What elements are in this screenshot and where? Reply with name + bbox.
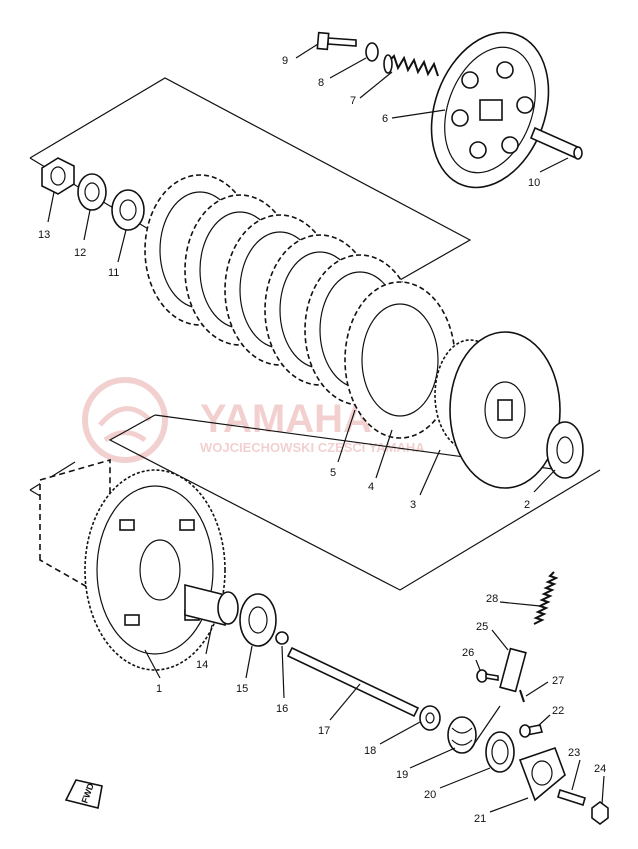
lever-pin (519, 689, 525, 703)
callout-22: 22 (552, 705, 564, 717)
callout-12: 12 (74, 247, 86, 259)
callout-6: 6 (382, 113, 388, 125)
watermark-brand: YAMAHA (200, 397, 372, 441)
callout-18: 18 (364, 745, 376, 757)
callout-5: 5 (330, 467, 336, 479)
pressure-plate (430, 31, 550, 189)
callout-25: 25 (476, 621, 488, 633)
lock-washer (77, 173, 107, 211)
callout-16: 16 (276, 703, 288, 715)
clutch-boss (434, 331, 561, 489)
callout-11: 11 (108, 267, 119, 279)
clutch-spring (383, 54, 439, 77)
callout-21: 21 (474, 813, 486, 825)
callout-3: 3 (410, 499, 416, 511)
lever-screw (476, 669, 499, 683)
thrust-washer-small (111, 189, 145, 231)
push-lever-housing (518, 746, 566, 802)
callout-26: 26 (462, 647, 474, 659)
callout-7: 7 (350, 95, 356, 107)
callout-20: 20 (424, 789, 436, 801)
push-lever (499, 647, 527, 693)
callout-13: 13 (38, 229, 50, 241)
callout-14: 14 (196, 659, 208, 671)
spring-washer (365, 42, 379, 62)
steel-ball (275, 631, 289, 645)
spring-bolt (316, 31, 357, 51)
bearing (485, 731, 515, 773)
forward-arrow-icon: FWD (64, 779, 103, 809)
callout-27: 27 (552, 675, 564, 687)
adjuster-nut (591, 801, 609, 825)
thrust-washer-large (546, 421, 584, 479)
callout-17: 17 (318, 725, 330, 737)
push-rod-long (286, 646, 420, 718)
callout-numbers: 9 8 7 6 10 13 12 11 5 4 3 2 1 14 15 16 1… (38, 55, 606, 825)
push-rod-short (529, 126, 583, 160)
callout-2: 2 (524, 499, 530, 511)
lock-nut (41, 157, 75, 195)
clutch-housing (39, 458, 226, 671)
callout-23: 23 (568, 747, 580, 759)
callout-28: 28 (486, 593, 498, 605)
housing-spacer (184, 583, 239, 627)
clutch-plate-stack (144, 174, 456, 439)
callout-19: 19 (396, 769, 408, 781)
callout-8: 8 (318, 77, 324, 89)
adjuster-bolt (557, 788, 586, 807)
housing-thrust-washer (239, 593, 277, 647)
oil-seal (419, 705, 441, 731)
housing-screw (519, 724, 544, 738)
push-screw (447, 716, 477, 754)
callout-4: 4 (368, 481, 374, 493)
watermark-logo (82, 377, 168, 463)
return-spring (533, 571, 559, 625)
callout-15: 15 (236, 683, 248, 695)
callout-24: 24 (594, 763, 606, 775)
callout-10: 10 (528, 177, 540, 189)
watermark: YAMAHA WOJCIECHOWSKI CZESCI YAMAHA (82, 377, 425, 463)
callout-9: 9 (282, 55, 288, 67)
leader-lines (47, 43, 605, 813)
callout-1: 1 (156, 683, 162, 695)
